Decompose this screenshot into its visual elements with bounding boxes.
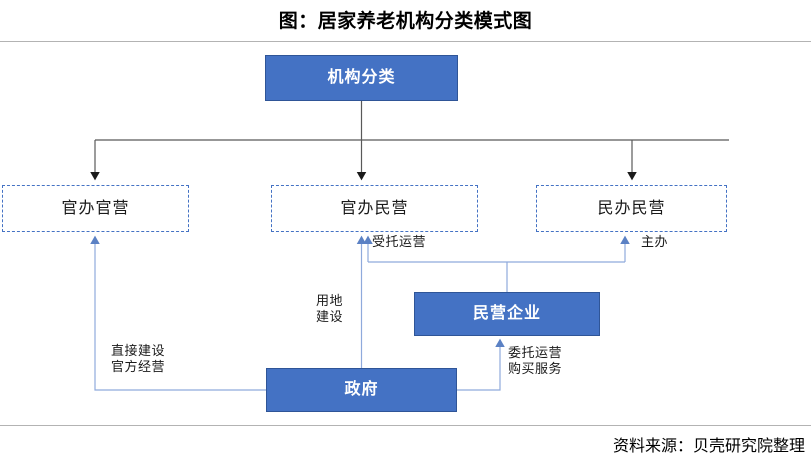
edge-root-to-categories bbox=[90, 101, 729, 181]
edge-label-entrusted-operation: 受托运营 bbox=[372, 234, 427, 249]
node-government[interactable]: 政府 bbox=[266, 368, 457, 412]
footer-divider-rule bbox=[0, 425, 811, 426]
node-private-owned-private-run[interactable]: 民办民营 bbox=[536, 185, 727, 232]
node-private-enterprise[interactable]: 民营企业 bbox=[414, 292, 600, 336]
edge-government-to-enterprise bbox=[457, 338, 505, 391]
node-government-run[interactable]: 官办官营 bbox=[2, 185, 189, 232]
node-institution-classification[interactable]: 机构分类 bbox=[265, 55, 458, 101]
edge-label-direct-construction-official-operation: 直接建设 官方经营 bbox=[111, 343, 166, 375]
node-government-owned-private-run[interactable]: 官办民营 bbox=[271, 185, 478, 232]
edge-label-commissioned-operation-purchase-service: 委托运营 购买服务 bbox=[508, 345, 563, 377]
edge-label-land-and-construction: 用地 建设 bbox=[316, 293, 344, 325]
figure-title: 图：居家养老机构分类模式图 bbox=[278, 11, 533, 32]
title-divider-rule bbox=[0, 41, 811, 42]
source-note: 资料来源：贝壳研究院整理 bbox=[612, 438, 805, 455]
edge-label-host: 主办 bbox=[641, 234, 669, 249]
